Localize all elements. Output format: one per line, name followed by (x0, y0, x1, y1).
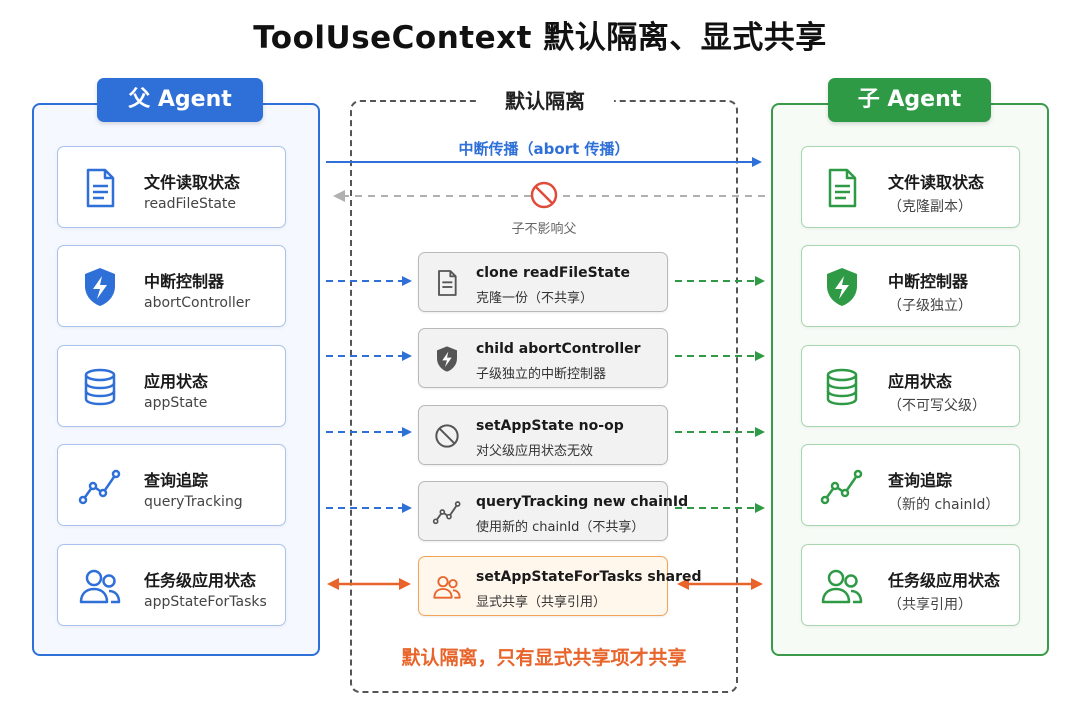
parent-card-appstate: 应用状态 appState (57, 345, 286, 427)
parent-card-querytracking: 查询追踪 queryTracking (57, 444, 286, 526)
middle-card-clone-readfilestate: clone readFileState 克隆一份（不共享） (418, 252, 668, 312)
shield-bolt-icon (85, 268, 115, 306)
child-agent-header: 子 Agent (828, 78, 991, 122)
no-affect-label: 子不影响父 (511, 222, 577, 237)
card-title: 查询追踪 (888, 471, 953, 490)
card-title: 应用状态 (144, 372, 209, 391)
isolation-title: 默认隔离 (476, 86, 614, 116)
card-title: 中断控制器 (888, 272, 969, 291)
prohibited-icon (530, 181, 558, 209)
document-icon (828, 168, 857, 208)
child-card-appstate: 应用状态 （不可写父级） (801, 345, 1020, 427)
users-icon (821, 569, 863, 604)
parent-card-appstatefortasks: 任务级应用状态 appStateForTasks (57, 544, 286, 626)
middle-card-setappstatefortasks-shared: setAppStateForTasks shared 显式共享（共享引用） (418, 556, 702, 616)
child-card-abortcontroller: 中断控制器 （子级独立） (801, 245, 1020, 327)
prohibited-icon (435, 424, 459, 448)
card-subtitle: queryTracking (144, 494, 243, 510)
child-card-readfilestate: 文件读取状态 （克隆副本） (801, 146, 1020, 228)
card-subtitle: readFileState (144, 196, 237, 212)
users-icon (79, 569, 121, 604)
card-subtitle: （共享引用） (888, 597, 972, 613)
parent-agent-header: 父 Agent (97, 78, 263, 122)
card-subtitle: appState (144, 395, 208, 411)
users-icon (433, 576, 461, 599)
card-subtitle: （不可写父级） (888, 398, 986, 414)
card-title: setAppStateForTasks shared (476, 569, 702, 585)
database-icon (826, 368, 858, 406)
card-title: 查询追踪 (144, 471, 209, 490)
trend-icon (78, 469, 121, 505)
card-subtitle: 子级独立的中断控制器 (476, 367, 607, 382)
shield-bolt-icon (437, 346, 457, 372)
card-title: 文件读取状态 (888, 173, 985, 192)
document-icon (438, 270, 457, 296)
document-icon (86, 168, 115, 208)
card-title: 任务级应用状态 (888, 571, 1001, 590)
database-icon (84, 368, 116, 406)
trend-icon (432, 501, 461, 525)
card-subtitle: 克隆一份（不共享） (476, 291, 594, 306)
card-title: 任务级应用状态 (144, 571, 257, 590)
card-subtitle: 对父级应用状态无效 (476, 444, 594, 459)
card-subtitle: appStateForTasks (144, 594, 267, 610)
card-subtitle: 使用新的 chainId（不共享） (476, 520, 645, 535)
card-title: setAppState no-op (476, 418, 624, 434)
card-subtitle: （克隆副本） (888, 199, 972, 215)
card-subtitle: 显式共享（共享引用） (476, 595, 607, 610)
child-card-appstatefortasks: 任务级应用状态 （共享引用） (801, 544, 1020, 626)
card-title: queryTracking new chainId (476, 494, 689, 510)
card-title: 文件读取状态 (144, 173, 241, 192)
page-title: ToolUseContext 默认隔离、显式共享 (253, 20, 827, 56)
isolation-footer-note: 默认隔离，只有显式共享项才共享 (401, 647, 687, 669)
middle-card-querytracking-chainid: queryTracking new chainId 使用新的 chainId（不… (418, 481, 688, 541)
parent-card-abortcontroller: 中断控制器 abortController (57, 245, 286, 327)
shield-bolt-icon (827, 268, 857, 306)
parent-card-readfilestate: 文件读取状态 readFileState (57, 146, 286, 228)
middle-card-child-abortcontroller: child abortController 子级独立的中断控制器 (418, 328, 668, 388)
card-title: child abortController (476, 341, 641, 357)
child-card-querytracking: 查询追踪 （新的 chainId） (801, 444, 1020, 526)
card-title: 应用状态 (888, 372, 953, 391)
trend-icon (820, 469, 863, 505)
card-subtitle: （新的 chainId） (888, 497, 1000, 513)
card-subtitle: abortController (144, 295, 251, 311)
abort-propagation-label: 中断传播（abort 传播） (458, 140, 630, 158)
card-title: 中断控制器 (144, 272, 225, 291)
middle-card-setappstate-noop: setAppState no-op 对父级应用状态无效 (418, 405, 668, 465)
card-subtitle: （子级独立） (888, 298, 972, 314)
card-title: clone readFileState (476, 265, 630, 281)
